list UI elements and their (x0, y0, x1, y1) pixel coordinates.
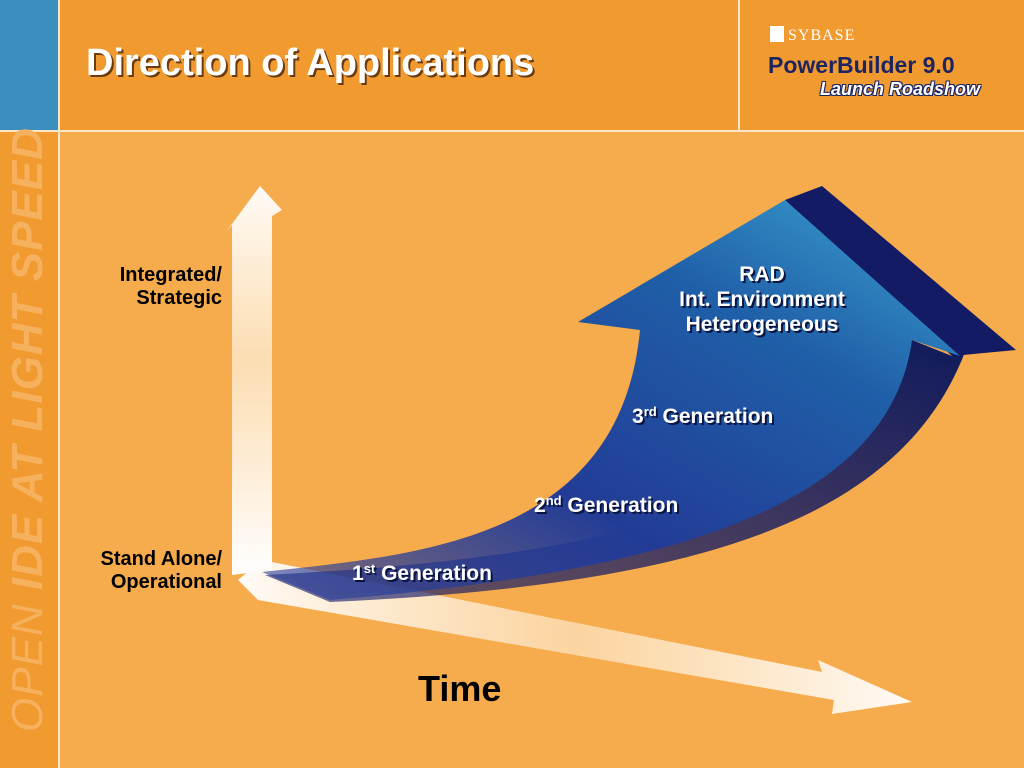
stage-2-text: Generation (567, 494, 679, 517)
arrow-head-line-2: Int. Environment (679, 288, 845, 311)
arrow-head-label: RAD Int. Environment Heterogeneous (650, 262, 874, 337)
growth-arrow (262, 200, 960, 600)
side-divider (58, 0, 60, 768)
stage-1-number: 1 (352, 562, 364, 585)
y-label-top-line-1: Integrated/ (119, 264, 222, 286)
time-axis-arrow (238, 560, 912, 714)
x-axis-label: Time (418, 668, 502, 709)
stage-1-suffix: st (363, 561, 376, 576)
y-label-top: Integrated/ Strategic (70, 264, 222, 310)
y-label-bottom: Stand Alone/ Operational (50, 548, 222, 594)
growth-arrow-head-side (785, 186, 1016, 356)
stage-label-2: 2nd Generation (534, 494, 678, 518)
stage-2-suffix: nd (545, 493, 562, 508)
vertical-axis-arrow (226, 186, 282, 575)
stage-3-number: 3 (632, 405, 644, 428)
y-label-bottom-line-1: Stand Alone/ (100, 548, 222, 570)
sybase-logo: SYBASE (770, 26, 855, 45)
y-label-top-line-2: Strategic (136, 287, 222, 309)
slide-title: Direction of Applications (86, 42, 535, 84)
arrow-head-line-1: RAD (739, 263, 785, 286)
stage-label-1: 1st Generation (352, 562, 492, 586)
y-label-bottom-line-2: Operational (110, 571, 222, 593)
sybase-mark-icon (770, 26, 784, 42)
arrow-head-line-3: Heterogeneous (685, 313, 839, 336)
stage-3-text: Generation (662, 405, 774, 428)
logo-product: PowerBuilder 9.0 (768, 52, 955, 78)
stage-2-number: 2 (534, 494, 546, 517)
corner-block (0, 0, 58, 130)
stage-1-text: Generation (381, 562, 492, 585)
header-divider (0, 130, 1024, 132)
logo-subtitle: Launch Roadshow (820, 79, 981, 99)
stage-label-3: 3rd Generation (632, 405, 773, 429)
side-strip (0, 132, 58, 768)
powerbuilder-logo: SYBASE PowerBuilder 9.0 Launch Roadshow (768, 24, 998, 104)
stage-3-suffix: rd (643, 404, 657, 419)
logo-company: SYBASE (788, 27, 856, 44)
logo-divider (738, 0, 740, 130)
header-bar (0, 0, 1024, 130)
